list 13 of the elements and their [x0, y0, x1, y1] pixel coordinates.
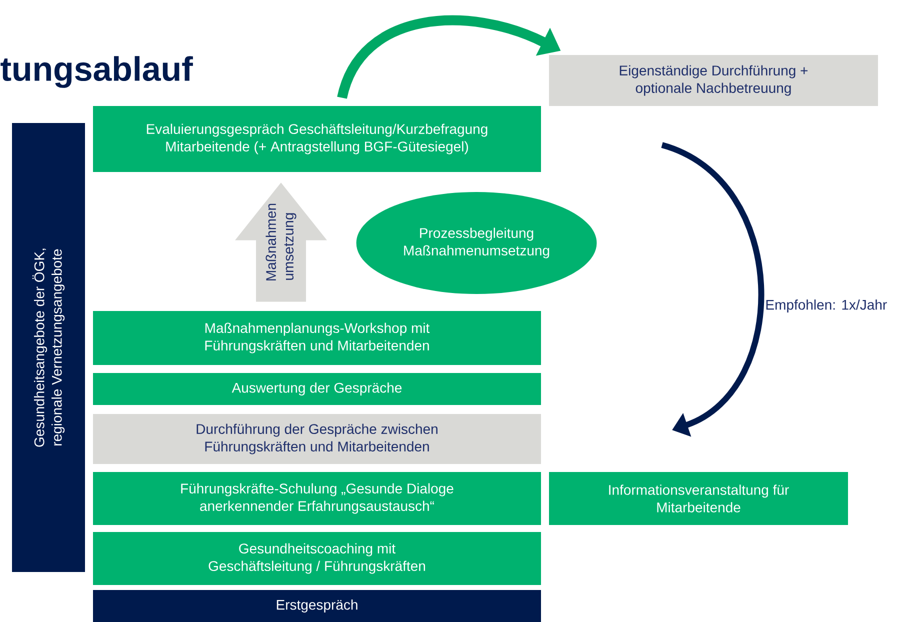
title: tungsablauf	[0, 56, 193, 88]
note-text: Empfohlen: 1x/Jahr	[766, 299, 887, 313]
process-box: Auswertung der Gespräche	[93, 373, 541, 405]
process-box: Führungskräfte-Schulung „Gesunde Dialoge anerkennender Erfahrungsaustausch“	[93, 472, 541, 525]
process-box: Eigenständige Durchführung + optionale Nachbetreuung	[549, 55, 878, 106]
process-box: Evaluierungsgespräch Geschäftsleitung/Kurzbefragung Mitarbeitende (+ Antragstellung BGF-Gütesiegel)	[93, 106, 541, 172]
edge-label: Maßnahmen umsetzung	[264, 204, 298, 282]
process-box: Durchführung der Gespräche zwischen Führungskräften und Mitarbeitenden	[93, 414, 541, 464]
process-box: Erstgespräch	[93, 590, 541, 622]
process-box: Gesundheitscoaching mit Geschäftsleitung / Führungskräften	[93, 532, 541, 585]
process-box: Informationsveranstaltung für Mitarbeitende	[549, 472, 848, 525]
process-box: Maßnahmenplanungs-Workshop mit Führungskräften und Mitarbeitenden	[93, 311, 541, 365]
side-bar: Gesundheitsangebote der ÖGK, regionale Vernetzungsangebote	[12, 123, 85, 572]
